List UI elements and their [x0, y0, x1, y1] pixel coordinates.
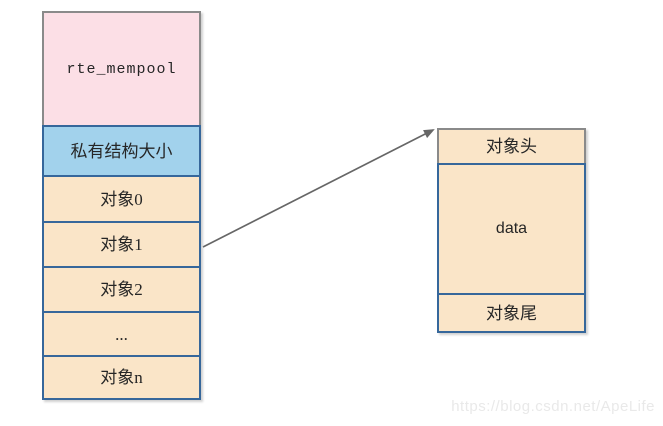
- object-header-box: 对象头: [437, 128, 586, 165]
- object-tail-box: 对象尾: [437, 293, 586, 333]
- rte-mempool-box: rte_mempool: [42, 11, 201, 127]
- object-0-box: 对象0: [42, 175, 201, 223]
- object-data-box: data: [437, 163, 586, 295]
- mempool-stack: rte_mempool 私有结构大小 对象0 对象1 对象2 ... 对象n: [42, 11, 201, 400]
- object-detail-stack: 对象头 data 对象尾: [437, 128, 586, 333]
- csdn-watermark: https://blog.csdn.net/ApeLife: [451, 398, 655, 415]
- box-label: 对象头: [486, 137, 537, 156]
- object1-to-detail-arrow: [202, 129, 435, 248]
- box-label: rte_mempool: [66, 60, 177, 78]
- box-label: 对象n: [100, 368, 143, 387]
- box-label: data: [495, 220, 528, 237]
- object-1-box: 对象1: [42, 221, 201, 268]
- box-label: ...: [115, 324, 128, 344]
- box-label: 私有结构大小: [70, 141, 173, 161]
- box-label: 对象0: [100, 189, 143, 209]
- object-n-box: 对象n: [42, 355, 201, 400]
- private-struct-size-box: 私有结构大小: [42, 125, 201, 177]
- box-label: 对象1: [100, 235, 143, 254]
- object-2-box: 对象2: [42, 266, 201, 313]
- box-label: 对象尾: [486, 303, 537, 323]
- box-label: 对象2: [100, 280, 143, 299]
- object-ellipsis-box: ...: [42, 311, 201, 357]
